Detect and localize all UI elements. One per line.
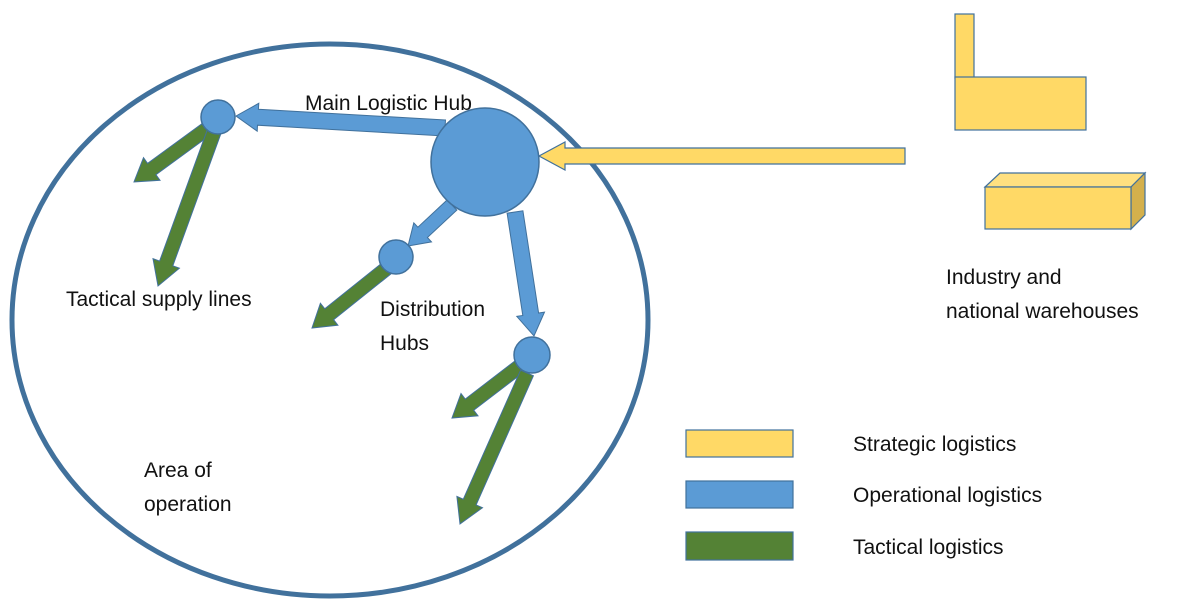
distribution-hub-3: [513, 336, 551, 374]
operational-arrow-to-hub-3: [506, 210, 546, 337]
tactical-supply-lines-label: Tactical supply lines: [66, 288, 252, 311]
legend-label-operational: Operational logistics: [853, 484, 1042, 507]
tactical-arrow-hub2: [311, 261, 393, 329]
distribution-hubs-label-line2: Hubs: [380, 332, 429, 355]
distribution-hub-1: [200, 99, 236, 135]
tactical-arrow-hub3-a: [451, 359, 526, 419]
area-of-operation-label-line2: operation: [144, 493, 232, 516]
legend-label-tactical: Tactical logistics: [853, 536, 1004, 559]
operational-arrow-to-hub-1: [235, 102, 447, 137]
tactical-arrow-hub1-a: [133, 121, 213, 183]
operational-arrows: [235, 102, 546, 337]
factory-icon: [954, 13, 1087, 131]
main-hub-label: Main Logistic Hub: [305, 92, 472, 115]
main-logistic-hub: [430, 107, 540, 217]
tactical-arrows: [133, 121, 535, 525]
distribution-hub-2: [378, 239, 414, 275]
warehouse-icon: [983, 171, 1147, 231]
legend-swatch-tactical: [685, 531, 794, 561]
industry-label-line2: national warehouses: [946, 300, 1139, 323]
tactical-arrow-hub3-b: [456, 369, 535, 525]
tactical-arrow-hub1-b: [152, 128, 222, 287]
legend-swatch-strategic: [685, 429, 794, 458]
distribution-hubs-label-line1: Distribution: [380, 298, 485, 321]
industry-label-line1: Industry and: [946, 266, 1062, 289]
strategic-supply-arrow: [537, 140, 906, 172]
legend-label-strategic: Strategic logistics: [853, 433, 1016, 456]
operational-arrow-to-hub-2: [407, 199, 458, 247]
legend: Strategic logistics Operational logistic…: [685, 429, 1042, 561]
area-of-operation-boundary: [9, 41, 651, 599]
area-of-operation-label-line1: Area of: [144, 459, 212, 482]
legend-swatch-operational: [685, 480, 794, 509]
